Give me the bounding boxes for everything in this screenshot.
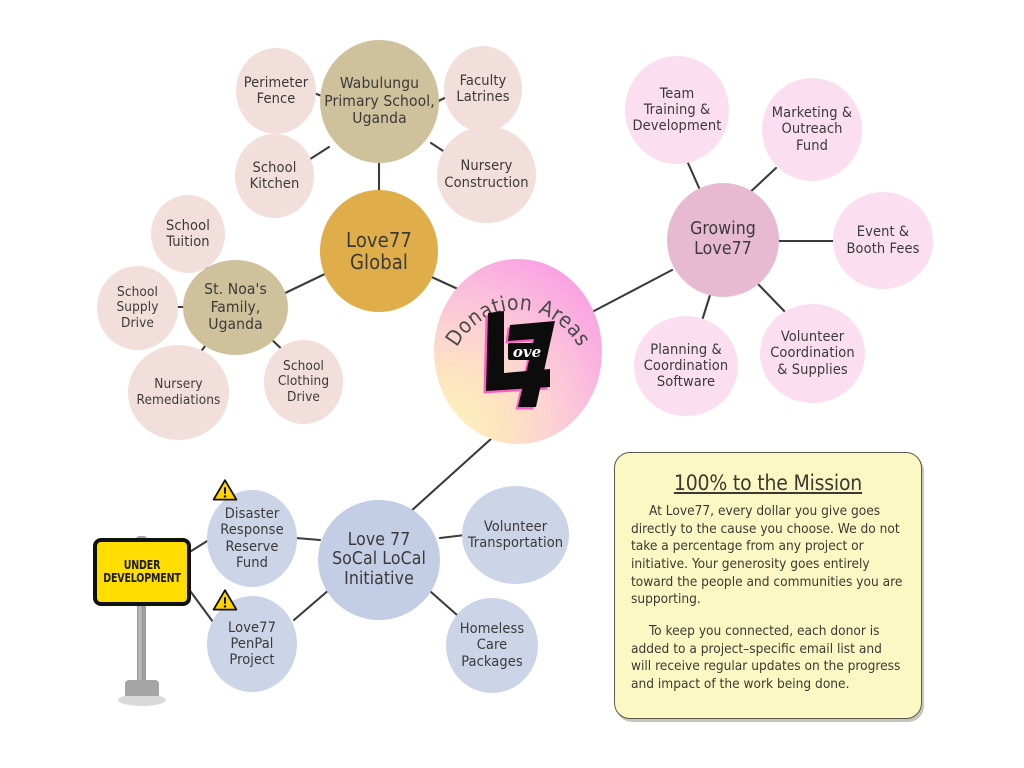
mission-paragraph-2: To keep you connected, each donor is add… [631, 623, 901, 693]
edge-socal-homeless [429, 590, 459, 617]
node-wabulungu-primary-school[interactable]: Wabulungu Primary School, Uganda [320, 40, 439, 163]
node-planning-coordination-software[interactable]: Planning & Coordination Software [634, 316, 738, 416]
node-team-training-development[interactable]: Team Training & Development [625, 56, 729, 164]
node-school-kitchen[interactable]: School Kitchen [235, 134, 314, 218]
node-st-noas-family[interactable]: St. Noa's Family, Uganda [183, 260, 288, 355]
edge-growing-team [686, 161, 702, 192]
node-school-clothing-drive[interactable]: School Clothing Drive [264, 340, 343, 424]
node-label: Nursery Remediations [136, 376, 221, 408]
node-homeless-care-packages[interactable]: Homeless Care Packages [446, 598, 538, 693]
node-label: School Kitchen [249, 159, 300, 192]
node-label: Love77 Global [346, 227, 412, 274]
node-school-tuition[interactable]: School Tuition [151, 195, 225, 273]
sign-label: UNDER DEVELOPMENT [103, 558, 181, 585]
node-label: Volunteer Coordination & Supplies [770, 329, 855, 378]
node-label: Nursery Construction [444, 158, 529, 191]
node-event-booth-fees[interactable]: Event & Booth Fees [833, 192, 933, 289]
warning-icon-disaster-response [212, 479, 238, 501]
node-label: St. Noa's Family, Uganda [204, 280, 267, 334]
edge-socal-penpal [292, 587, 332, 622]
node-growing-love77[interactable]: Growing Love77 [667, 183, 779, 297]
mission-title: 100% to the Mission [673, 471, 863, 495]
node-label: School Clothing Drive [277, 358, 330, 405]
node-label: Team Training & Development [632, 85, 722, 135]
node-donation-areas-center[interactable]: Donation Areas ove [434, 259, 602, 444]
edge-global-stnoa [279, 270, 331, 297]
node-label: Love 77 SoCal LoCal Initiative [332, 529, 426, 589]
node-marketing-outreach-fund[interactable]: Marketing & Outreach Fund [762, 78, 862, 181]
node-label: School Supply Drive [116, 284, 159, 331]
node-label: Volunteer Transportation [467, 518, 564, 551]
edge-growing-volunteer-coord [755, 281, 790, 317]
node-label: Marketing & Outreach Fund [771, 105, 853, 154]
node-disaster-response-reserve-fund[interactable]: Disaster Response Reserve Fund [207, 490, 297, 587]
node-label: Homeless Care Packages [459, 621, 525, 670]
node-love77-global[interactable]: Love77 Global [320, 190, 438, 312]
node-label: Wabulungu Primary School, Uganda [324, 74, 435, 128]
sign-plate[interactable]: UNDER DEVELOPMENT [93, 538, 191, 606]
node-perimeter-fence[interactable]: Perimeter Fence [236, 48, 316, 134]
node-label: Disaster Response Reserve Fund [220, 506, 284, 571]
node-label: Growing Love77 [690, 219, 756, 259]
node-label: Event & Booth Fees [846, 224, 920, 257]
under-development-sign[interactable]: UNDER DEVELOPMENT [88, 528, 200, 708]
logo-ove-text: ove [513, 343, 541, 361]
mission-paragraph-1: At Love77, every dollar you give goes di… [631, 503, 903, 608]
love77-logo: ove [483, 311, 555, 410]
node-love77-socal-local-initiative[interactable]: Love 77 SoCal LoCal Initiative [318, 500, 440, 620]
node-faculty-latrines[interactable]: Faculty Latrines [444, 46, 522, 132]
mission-card: 100% to the Mission At Love77, every dol… [614, 452, 922, 719]
warning-icon-penpal-project [212, 589, 238, 611]
node-volunteer-transportation[interactable]: Volunteer Transportation [462, 486, 569, 584]
node-school-supply-drive[interactable]: School Supply Drive [97, 266, 178, 350]
node-label: School Tuition [166, 217, 210, 250]
edge-center-growing [590, 268, 674, 314]
node-label: Love77 PenPal Project [228, 619, 276, 669]
node-label: Planning & Coordination Software [643, 341, 729, 391]
node-love77-penpal-project[interactable]: Love77 PenPal Project [207, 596, 297, 692]
node-label: Perimeter Fence [243, 74, 309, 107]
edge-socal-disaster [294, 536, 322, 542]
node-label: Faculty Latrines [456, 72, 510, 105]
node-nursery-construction[interactable]: Nursery Construction [437, 126, 536, 223]
node-volunteer-coordination-supplies[interactable]: Volunteer Coordination & Supplies [760, 304, 865, 403]
node-nursery-remediations[interactable]: Nursery Remediations [128, 345, 229, 440]
